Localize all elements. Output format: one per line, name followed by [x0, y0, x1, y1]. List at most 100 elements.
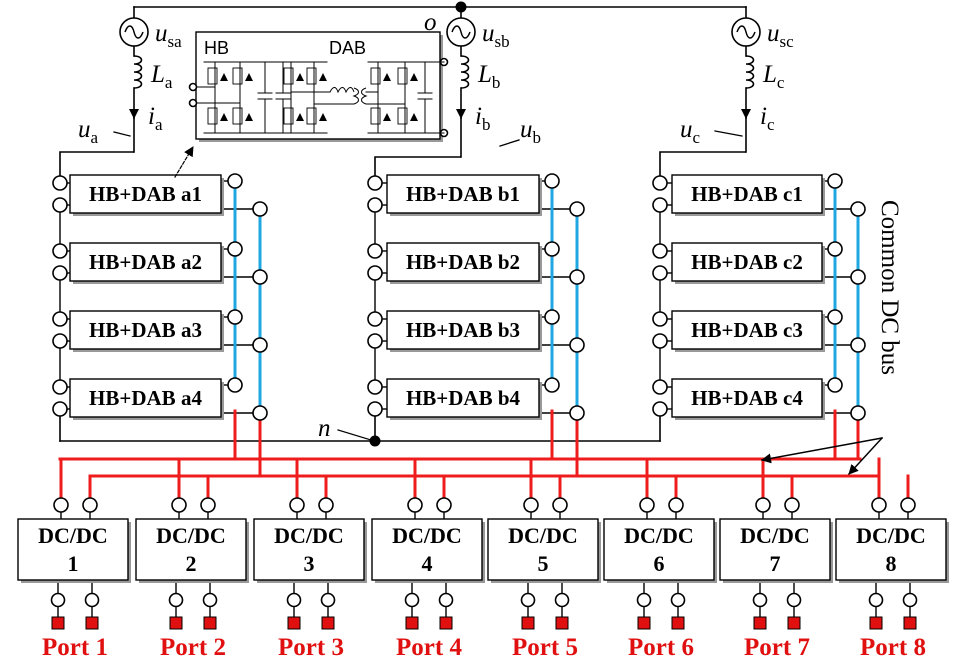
voltage-c-label-sub: c	[693, 128, 701, 147]
voltage-a-label-sub: a	[91, 128, 99, 147]
module-a1-terminal-in1	[52, 175, 68, 191]
inset-dab-s1-switch-2	[370, 107, 381, 125]
port-5-pin-1	[521, 616, 535, 630]
dcdc-converters: DC/DC1DC/DC2DC/DC3DC/DC4DC/DC5DC/DC6DC/D…	[17, 518, 949, 583]
neutral-o-label: o	[424, 9, 437, 36]
module-c3-label: HB+DAB c3	[691, 318, 803, 342]
inset-hb-a-switch-2	[207, 107, 218, 125]
port-2-label: Port 2	[160, 634, 226, 660]
current-a-label: ia	[148, 103, 163, 134]
dcdc-4-terminal-in1	[407, 497, 423, 513]
dcdc-4-terminal-out1	[404, 592, 420, 608]
inset-hb-b-diode-1	[245, 73, 253, 81]
dcdc-3-terminal-out1	[286, 592, 302, 608]
voltage-a-label: ua	[78, 116, 99, 147]
dcdc-5-terminal-out2	[554, 592, 570, 608]
dcdc-1-terminal-out2	[84, 592, 100, 608]
module-a1-terminal-in2	[52, 197, 68, 213]
module-b4-terminal-out1	[544, 377, 560, 393]
source-a-label: usa	[155, 20, 182, 51]
dcdc-1-terminal-out1	[50, 592, 66, 608]
dcdc-3-terminal-in1	[289, 497, 305, 513]
bus-label-arrow-1	[761, 437, 883, 464]
module-b1-terminal-in2	[367, 197, 383, 213]
port-4-label: Port 4	[396, 634, 462, 660]
module-c1-terminal-out2	[850, 201, 866, 217]
inset-dab-p1-switch-1	[283, 67, 294, 85]
dcdc-3-title: DC/DC	[274, 523, 344, 548]
dcdc-6-terminal-out1	[636, 592, 652, 608]
dcdc-7-terminal-out1	[752, 592, 768, 608]
current-a-label-var: i	[148, 103, 155, 130]
dcdc-7-number: 7	[770, 551, 781, 576]
inset-hb-a-diode-2	[220, 113, 228, 121]
port-6-label: Port 6	[628, 634, 694, 660]
inset-dab-s1-diode-1	[383, 73, 391, 81]
module-c2-terminal-in1	[652, 243, 668, 259]
voltage-a-label-var: u	[78, 116, 91, 143]
inductor-a-label: La	[150, 61, 173, 92]
phase-b-entry-wire	[374, 156, 461, 183]
port-2-pin-1	[169, 616, 183, 630]
module-c3-terminal-out2	[850, 337, 866, 353]
inset-terminal-in2	[188, 98, 198, 108]
module-a3-terminal-in2	[52, 333, 68, 349]
phase-a-entry-wire	[59, 151, 134, 183]
inset-dab-p1-diode-2	[296, 113, 304, 121]
inset-hb-title: HB	[204, 38, 229, 58]
dcdc-3-terminal-in2	[318, 497, 334, 513]
module-b2-label: HB+DAB b2	[406, 250, 520, 274]
sine-wave-b-icon	[451, 25, 471, 39]
inset-dab-p1-diode-1	[296, 73, 304, 81]
dcdc-8-terminal-in2	[900, 497, 916, 513]
module-b3-terminal-in2	[367, 333, 383, 349]
dcdc-2-terminal-out1	[168, 592, 184, 608]
dcdc-8-number: 8	[886, 551, 897, 576]
module-b4-terminal-in1	[367, 379, 383, 395]
inductor-c-icon	[745, 55, 755, 89]
inset-dab-s2-switch-1	[397, 67, 408, 85]
module-a3-box	[69, 310, 222, 350]
voltage-b-label: ub	[520, 116, 541, 147]
dcdc-3-number: 3	[304, 551, 315, 576]
port-4-pin-1	[405, 616, 419, 630]
module-a2-terminal-out1	[227, 241, 243, 257]
module-a2-terminal-in2	[52, 265, 68, 281]
port-3-pin-1	[287, 616, 301, 630]
inductor-a-icon	[133, 55, 143, 89]
inductor-b-icon	[460, 55, 470, 89]
module-b2-box	[386, 242, 540, 282]
current-c-label-sub: c	[767, 115, 775, 134]
module-b4-terminal-in2	[367, 401, 383, 417]
dcdc-6-terminal-in1	[639, 497, 655, 513]
dcdc-8-terminal-out1	[868, 592, 884, 608]
module-c2-terminal-in2	[652, 265, 668, 281]
dcdc-2-title: DC/DC	[156, 523, 226, 548]
dcdc-6-title: DC/DC	[624, 523, 694, 548]
common-dc-bus-label: Common DC bus	[876, 200, 903, 375]
module-a4-terminal-out2	[252, 405, 268, 421]
port-7-pin-1	[753, 616, 767, 630]
voltage-b-leader	[499, 139, 520, 147]
dcdc-2-terminal-out2	[202, 592, 218, 608]
inductor-b-label-var: L	[477, 61, 492, 88]
dcdc-2-terminal-in2	[200, 497, 216, 513]
dcdc-2-terminal-in1	[171, 497, 187, 513]
module-a4-terminal-out1	[227, 377, 243, 393]
dcdc-7-box	[719, 518, 831, 581]
module-c1-label: HB+DAB c1	[691, 182, 803, 206]
module-c1-terminal-in2	[652, 197, 668, 213]
dcdc-1-box	[17, 518, 129, 581]
source-c-label-var: u	[767, 20, 780, 47]
port-1-pin-2	[85, 616, 99, 630]
inset-dab-p2-diode-1	[319, 73, 327, 81]
module-c4-label: HB+DAB c4	[691, 386, 803, 410]
module-c1-terminal-out1	[827, 173, 843, 189]
dcdc-8-title: DC/DC	[856, 523, 926, 548]
dcdc-5-title: DC/DC	[508, 523, 578, 548]
